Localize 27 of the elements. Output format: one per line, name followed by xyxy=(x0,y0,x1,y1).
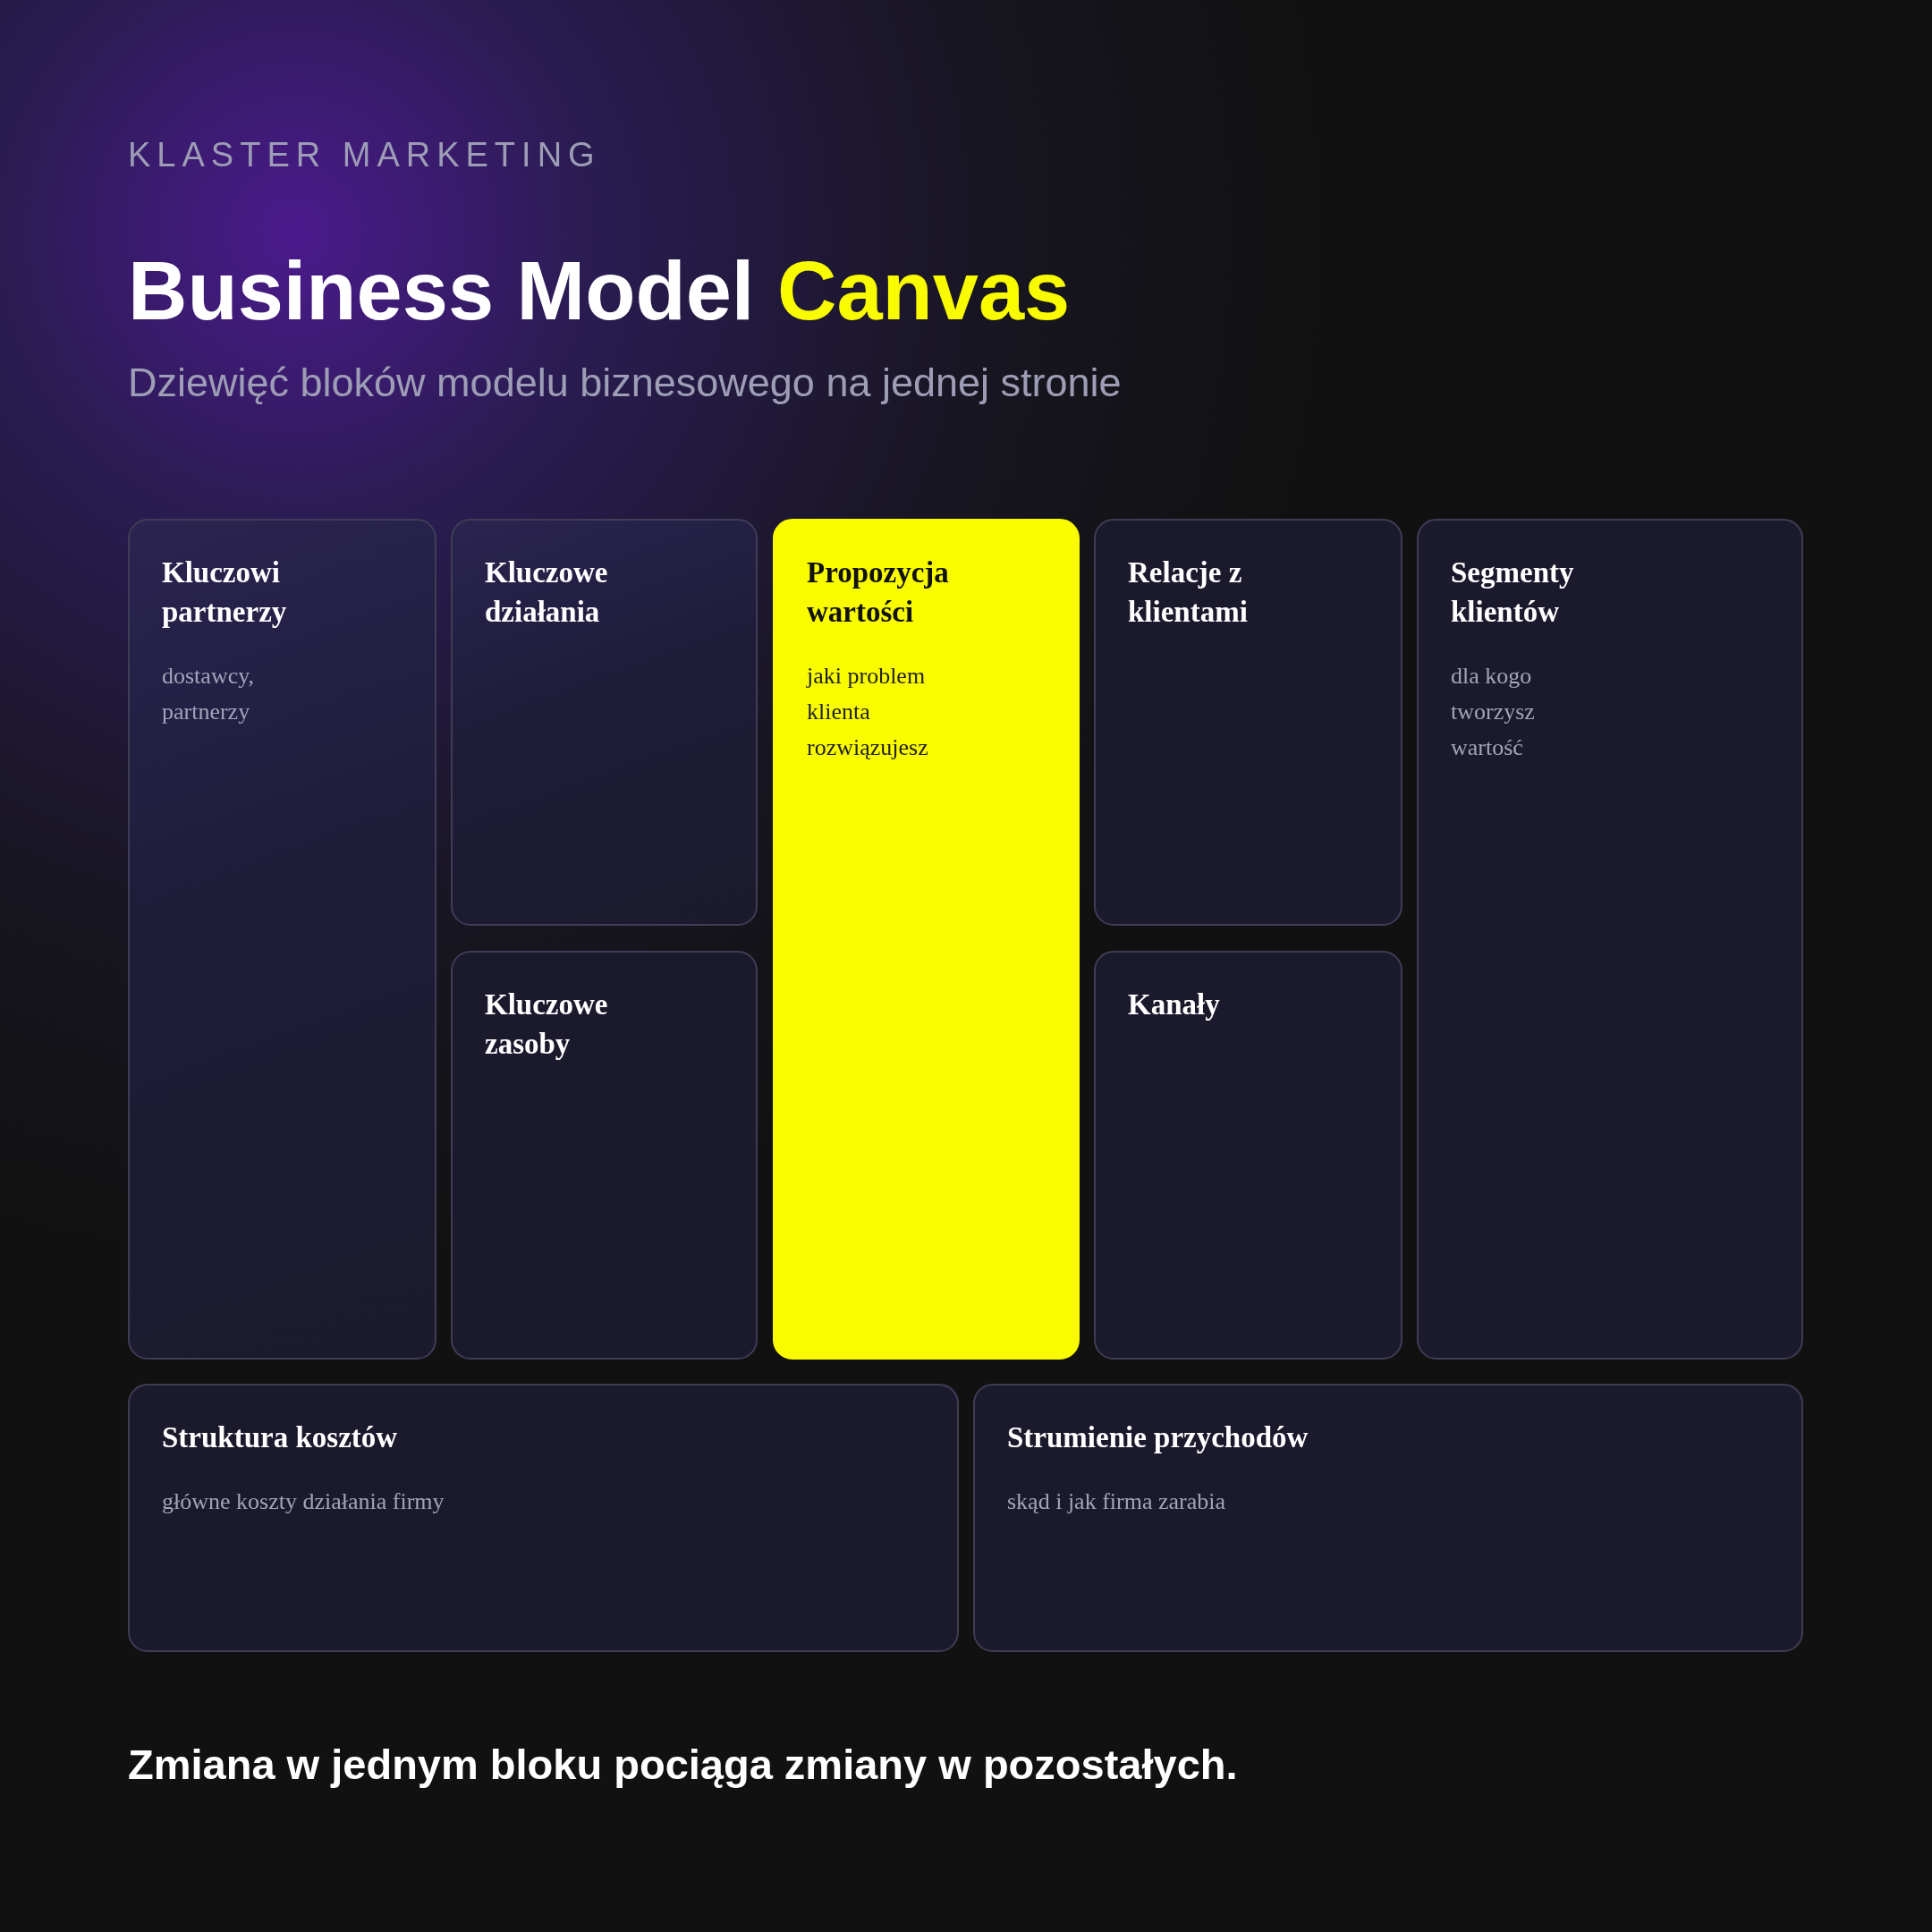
block-heading: Strumienie przychodów xyxy=(1007,1420,1309,1455)
block-heading: Kluczowe działania xyxy=(485,555,609,630)
block-description: skąd i jak firma zarabia xyxy=(1007,1487,1226,1516)
block-heading: Kanały xyxy=(1128,987,1221,1022)
canvas-block xyxy=(128,1384,959,1652)
subtitle: Dziewięć bloków modelu biznesowego na jednej stronie xyxy=(128,360,1122,406)
block-heading: Propozycja wartości xyxy=(807,555,950,630)
block-heading: Kluczowe zasoby xyxy=(485,987,609,1062)
canvas-block xyxy=(451,951,758,1360)
canvas-block xyxy=(128,519,436,1360)
canvas-block xyxy=(451,519,758,926)
canvas-block xyxy=(973,1384,1803,1652)
canvas-block xyxy=(773,519,1080,1360)
canvas-block xyxy=(1094,951,1402,1360)
section-label: KLASTER MARKETING xyxy=(128,136,601,174)
footer-note: Zmiana w jednym bloku pociąga zmiany w pozostałych. xyxy=(128,1740,1238,1789)
block-heading: Relacje z klientami xyxy=(1128,555,1249,630)
block-heading: Struktura kosztów xyxy=(162,1420,399,1455)
block-description: główne koszty działania firmy xyxy=(162,1487,445,1516)
block-description: dostawcy, partnerzy xyxy=(162,662,255,726)
block-description: jaki problem klienta rozwiązujesz xyxy=(807,662,929,762)
title: Business Model Canvas xyxy=(128,244,1071,338)
block-heading: Segmenty klientów xyxy=(1451,555,1575,630)
canvas-block xyxy=(1094,519,1402,926)
block-description: dla kogo tworzysz wartość xyxy=(1451,662,1536,762)
canvas-block xyxy=(1417,519,1803,1360)
block-heading: Kluczowi partnerzy xyxy=(162,555,288,630)
